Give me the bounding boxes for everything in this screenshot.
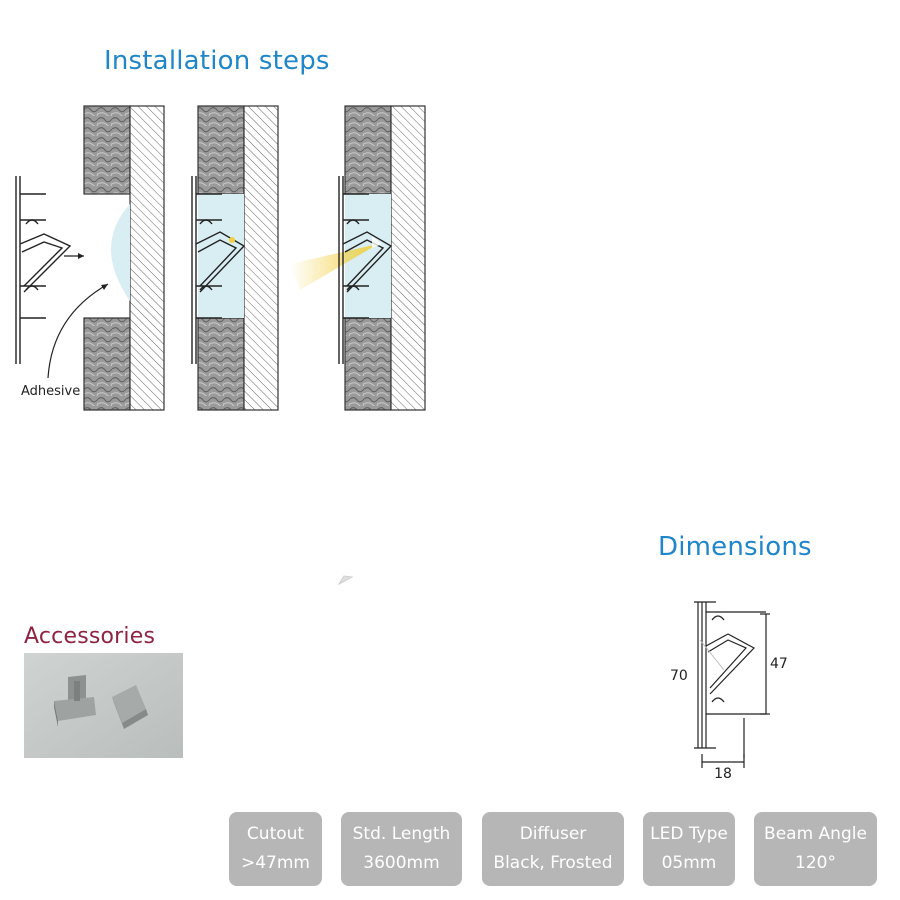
step-2 (191, 105, 279, 411)
dimension-18: 18 (714, 766, 732, 782)
spec-value: 120° (795, 853, 836, 873)
cursor-icon (338, 575, 354, 585)
installation-diagram: Adhesive (15, 105, 426, 411)
end-caps-photo (24, 653, 183, 758)
spec-value: Black, Frosted (493, 853, 613, 873)
adhesive-label: Adhesive (21, 384, 80, 399)
accessories-title: Accessories (24, 624, 156, 649)
spec-std-length: Std. Length 3600mm (341, 812, 462, 886)
dimension-47: 47 (770, 656, 788, 672)
spec-value: >47mm (241, 853, 310, 873)
profile-shape (15, 176, 72, 364)
spec-led-type: LED Type 05mm (643, 812, 735, 886)
spec-beam-angle: Beam Angle 120° (754, 812, 877, 886)
spec-label: Beam Angle (764, 824, 867, 844)
spec-label: Diffuser (519, 824, 587, 844)
spec-label: Cutout (246, 824, 305, 844)
dimensions-title: Dimensions (658, 532, 812, 562)
dimensions-drawing: 70 47 18 (670, 601, 788, 782)
dimension-70: 70 (670, 668, 688, 684)
spec-cutout: Cutout >47mm (229, 812, 322, 886)
spec-label: Std. Length (352, 824, 451, 844)
spec-diffuser: Diffuser Black, Frosted (482, 812, 624, 886)
spec-value: 05mm (661, 853, 717, 873)
spec-label: LED Type (650, 824, 728, 844)
step-1: Adhesive (15, 105, 165, 411)
step-3 (290, 105, 426, 411)
spec-value: 3600mm (363, 853, 440, 873)
installation-title: Installation steps (104, 46, 330, 76)
